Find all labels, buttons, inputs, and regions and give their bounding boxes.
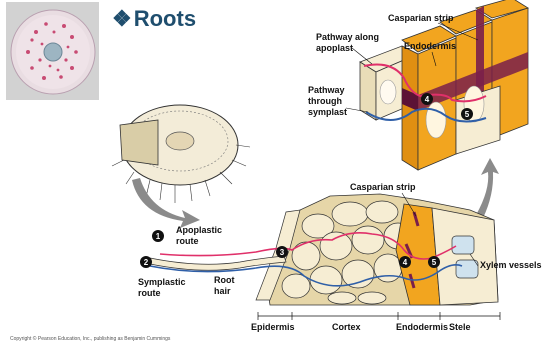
label-casparian-strip-bottom: Casparian strip	[350, 182, 416, 192]
label-pathway-through-2: through	[308, 96, 342, 106]
tissue-axis	[258, 312, 500, 320]
label-cortex: Cortex	[332, 322, 361, 332]
label-apoplastic-2: route	[176, 236, 199, 246]
svg-text:5: 5	[465, 110, 470, 119]
svg-text:3: 3	[280, 248, 285, 257]
marker-4-top: 4	[421, 93, 433, 105]
label-pathway-along-1: Pathway along	[316, 32, 379, 42]
label-pathway-along-2: apoplast	[316, 43, 353, 53]
label-symplastic-1: Symplastic	[138, 277, 186, 287]
marker-3: 3	[276, 246, 288, 258]
label-pathway-through-1: Pathway	[308, 85, 345, 95]
label-endodermis-top: Endodermis	[404, 41, 456, 51]
label-casparian-strip-top: Casparian strip	[388, 13, 454, 23]
label-xylem-vessels: Xylem vessels	[480, 260, 542, 270]
label-epidermis: Epidermis	[251, 322, 295, 332]
marker-2: 2	[140, 256, 152, 268]
label-root-hair-2: hair	[214, 286, 231, 296]
arrow-to-detail	[132, 178, 200, 228]
label-root-hair-1: Root	[214, 275, 235, 285]
root-cutaway-illustration	[112, 105, 250, 203]
label-pathway-through-3: symplast	[308, 107, 347, 117]
label-endodermis-bottom: Endodermis	[396, 322, 448, 332]
svg-text:1: 1	[156, 232, 161, 241]
arrow-to-3d	[476, 158, 499, 218]
svg-text:2: 2	[144, 258, 149, 267]
label-stele: Stele	[449, 322, 471, 332]
marker-5-top: 5	[461, 108, 473, 120]
marker-5: 5	[428, 256, 440, 268]
marker-1: 1	[152, 230, 164, 242]
svg-text:4: 4	[425, 95, 430, 104]
copyright-footer: Copyright © Pearson Education, Inc., pub…	[10, 336, 170, 342]
svg-text:5: 5	[432, 258, 437, 267]
label-apoplastic-1: Apoplastic	[176, 225, 222, 235]
root-hair	[150, 256, 286, 270]
marker-4: 4	[399, 256, 411, 268]
svg-text:4: 4	[403, 258, 408, 267]
label-symplastic-2: route	[138, 288, 161, 298]
